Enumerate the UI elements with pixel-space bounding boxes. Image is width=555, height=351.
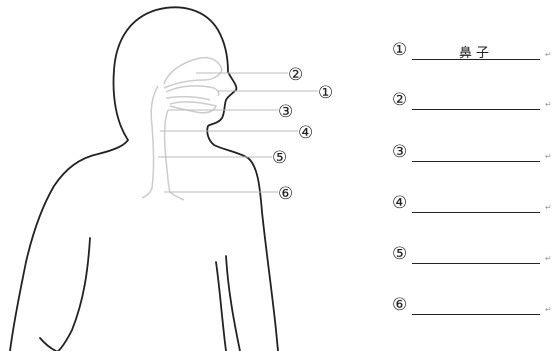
answer-number: ① xyxy=(392,40,407,60)
answer-row-4: ④ ↵ xyxy=(392,193,555,215)
diagram-label-4: ④ xyxy=(298,123,313,143)
answer-number: ④ xyxy=(392,193,407,213)
answer-number: ② xyxy=(392,90,407,110)
diagram-label-5: ⑤ xyxy=(272,148,287,168)
answer-blank-line[interactable] xyxy=(412,109,540,110)
answer-blank-line[interactable] xyxy=(412,161,540,162)
left-arm-outline xyxy=(40,238,90,351)
diagram-label-3: ③ xyxy=(278,102,293,122)
diagram-label-2: ② xyxy=(288,65,303,85)
answer-blank-line[interactable] xyxy=(412,59,540,60)
answer-row-1: ① 鼻子 ↵ xyxy=(392,40,555,62)
answer-number: ⑤ xyxy=(392,244,407,264)
answer-row-2: ② ↵ xyxy=(392,90,555,112)
answer-number: ⑥ xyxy=(392,295,407,315)
return-mark-icon: ↵ xyxy=(545,305,552,314)
answer-blank-line[interactable] xyxy=(412,263,540,264)
answer-blank-line[interactable] xyxy=(412,212,540,213)
return-mark-icon: ↵ xyxy=(545,50,552,59)
answer-row-3: ③ ↵ xyxy=(392,142,555,164)
return-mark-icon: ↵ xyxy=(545,152,552,161)
return-mark-icon: ↵ xyxy=(545,254,552,263)
body-outline xyxy=(10,7,278,351)
answer-blank-line[interactable] xyxy=(412,314,540,315)
diagram-label-1: ① xyxy=(318,83,333,103)
answer-row-6: ⑥ ↵ xyxy=(392,295,555,317)
diagram-label-6: ⑥ xyxy=(278,184,293,204)
answer-number: ③ xyxy=(392,142,407,162)
answer-row-5: ⑤ ↵ xyxy=(392,244,555,266)
return-mark-icon: ↵ xyxy=(545,203,552,212)
return-mark-icon: ↵ xyxy=(545,100,552,109)
right-arm-outline xyxy=(216,256,240,351)
oral-cavity xyxy=(166,86,219,113)
